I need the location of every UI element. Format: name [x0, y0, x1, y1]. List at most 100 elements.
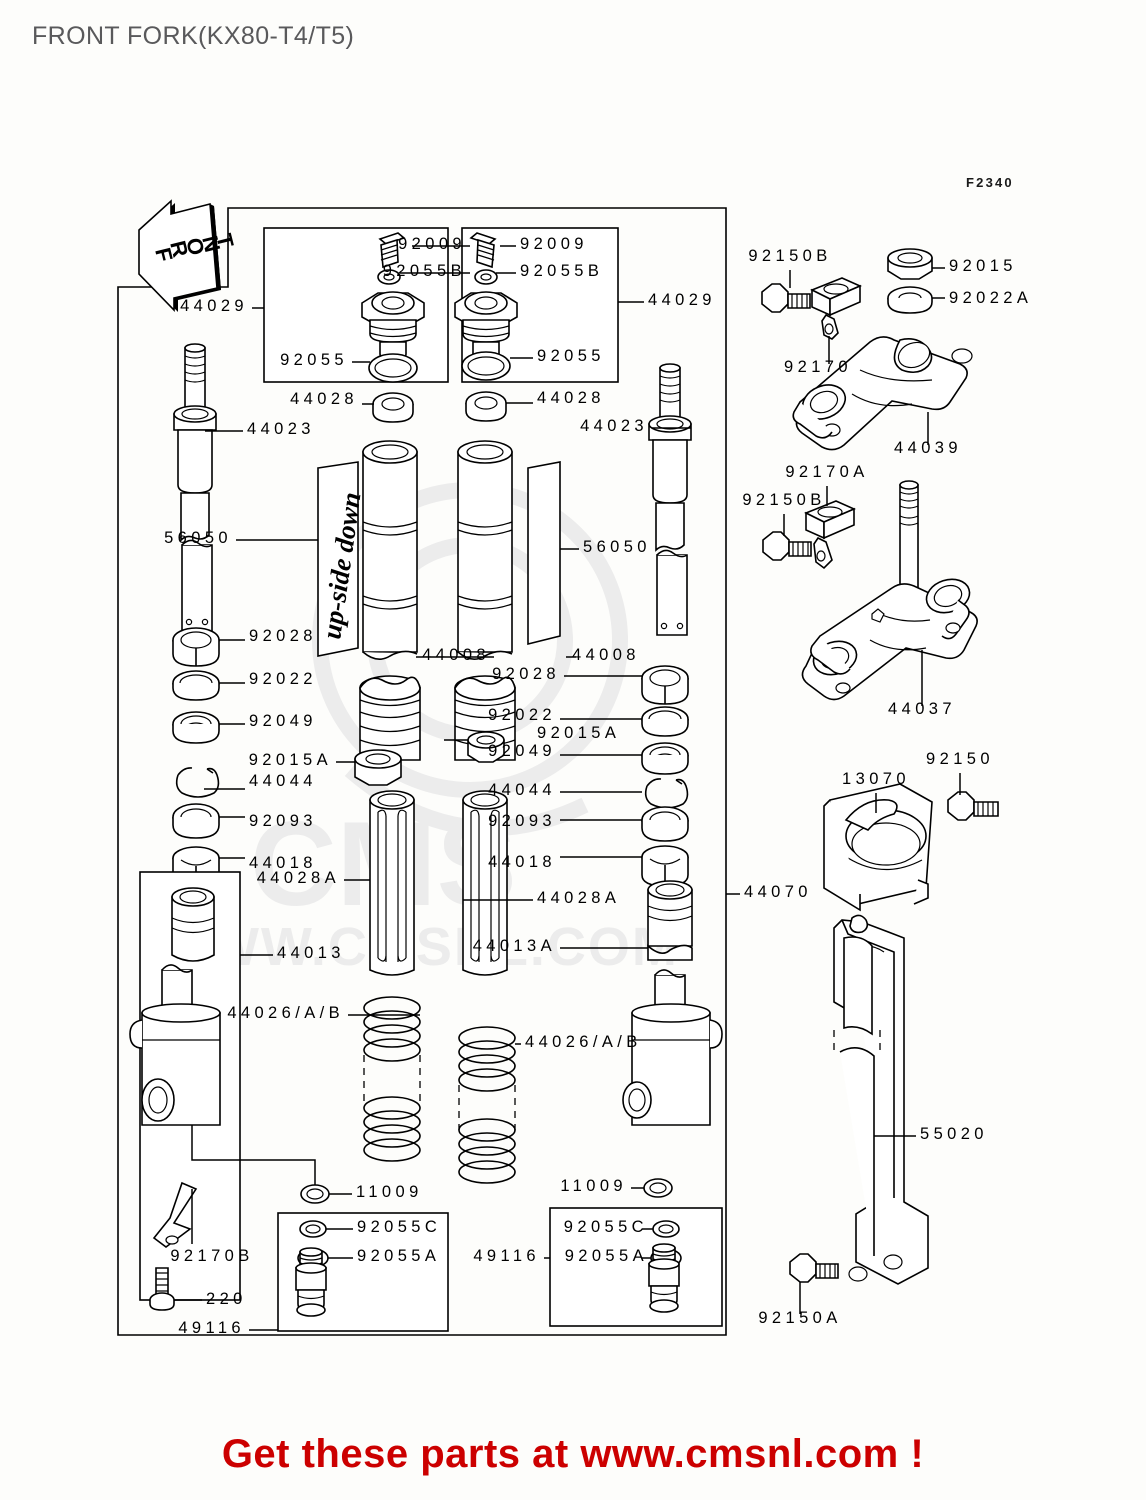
- svg-text:R: R: [165, 238, 193, 260]
- bolt-92150B-lower: [762, 531, 812, 561]
- part-number-44028A: 44028A: [537, 889, 621, 907]
- part-number-44029: 44029: [648, 291, 716, 309]
- part-number-44018: 44018: [249, 854, 317, 872]
- valve-assembly-left: [295, 1220, 329, 1317]
- part-number-92009: 92009: [520, 235, 588, 253]
- svg-text:O: O: [181, 235, 209, 258]
- nut-92015A-left: [354, 749, 402, 786]
- washer-92022A: [887, 286, 933, 314]
- part-number-92015A: 92015A: [537, 724, 621, 742]
- part-number-13070: 13070: [842, 770, 910, 788]
- part-number-92022A: 92022A: [949, 289, 1033, 307]
- cap-assembly-left: [361, 232, 425, 383]
- svg-text:N: N: [197, 233, 225, 254]
- clamp-92170: [810, 277, 862, 340]
- ring-stack-right: [641, 665, 689, 887]
- part-number-92028: 92028: [492, 665, 560, 683]
- part-number-49116: 49116: [178, 1319, 245, 1337]
- part-number-11009: 11009: [560, 1177, 627, 1195]
- bolt-92150: [947, 791, 999, 821]
- decal-56050: up-side down: [316, 461, 367, 657]
- part-number-92150A: 92150A: [758, 1309, 842, 1327]
- part-number-44028: 44028: [290, 390, 358, 408]
- part-number-92055B: 92055B: [520, 262, 604, 280]
- nut-92015: [887, 248, 933, 280]
- part-number-44028A: 44028A: [256, 869, 340, 887]
- part-number-92055C: 92055C: [563, 1218, 648, 1236]
- part-number-44013: 44013: [277, 944, 345, 962]
- part-number-92049: 92049: [249, 712, 317, 730]
- part-number-92055B: 92055B: [382, 262, 466, 280]
- part-number-92055A: 92055A: [357, 1247, 441, 1265]
- part-number-44008: 44008: [572, 646, 640, 664]
- part-number-92170B: 92170B: [170, 1247, 254, 1265]
- clamp-92170A: [804, 500, 856, 570]
- footer-promo: Get these parts at www.cmsnl.com !: [221, 1432, 925, 1476]
- damper-rod-right: [648, 363, 692, 636]
- part-number-44070: 44070: [744, 883, 812, 901]
- part-number-92055: 92055: [280, 351, 348, 369]
- part-number-92093: 92093: [488, 812, 556, 830]
- bolt-92150A: [789, 1253, 839, 1283]
- part-number-92049: 92049: [488, 742, 556, 760]
- part-number-44039: 44039: [894, 439, 962, 457]
- part-number-92022: 92022: [249, 670, 317, 688]
- clamp-92170B: [152, 1181, 198, 1248]
- triple-clamp-44037: [801, 480, 978, 701]
- ring-stack-left: [172, 627, 220, 888]
- part-number-92055A: 92055A: [564, 1247, 648, 1265]
- damper-rod-left: [173, 343, 217, 634]
- cap-assembly-right: [454, 232, 518, 381]
- part-number-49116: 49116: [473, 1247, 540, 1265]
- part-number-44044: 44044: [488, 781, 556, 799]
- page-title: FRONT FORK(KX80-T4/T5): [32, 22, 355, 50]
- part-number-44018: 44018: [488, 853, 556, 871]
- part-number-44026AB: 44026/A/B: [227, 1004, 344, 1022]
- gasket-11009-right: [643, 1178, 673, 1198]
- part-number-92055: 92055: [537, 347, 605, 365]
- bush-44028-left: [372, 392, 414, 423]
- part-number-92015A: 92015A: [248, 751, 332, 769]
- part-number-55020: 55020: [920, 1125, 988, 1143]
- part-number-44026AB: 44026/A/B: [525, 1033, 642, 1051]
- svg-text:T: T: [211, 231, 239, 251]
- screw-220: [149, 1267, 175, 1311]
- part-number-44037: 44037: [888, 700, 956, 718]
- svg-text:F: F: [150, 245, 178, 264]
- part-number-92022: 92022: [488, 706, 556, 724]
- part-number-92093: 92093: [249, 812, 317, 830]
- spring-left: [363, 996, 421, 1162]
- decal-56050-right: [527, 461, 561, 646]
- part-number-92170A: 92170A: [785, 463, 869, 481]
- part-number-92009: 92009: [398, 235, 466, 253]
- part-number-220: 220: [206, 1290, 247, 1308]
- part-number-44023: 44023: [580, 417, 648, 435]
- part-number-44008: 44008: [422, 646, 490, 664]
- inner-tube-left: [369, 790, 415, 976]
- part-number-44013A: 44013A: [472, 937, 556, 955]
- diagram-code: F2340: [966, 175, 1014, 190]
- part-number-44029: 44029: [180, 297, 248, 315]
- part-number-44028: 44028: [537, 389, 605, 407]
- part-number-92150B: 92150B: [748, 247, 832, 265]
- svg-text:WWW.CMSNL.COM: WWW.CMSNL.COM: [155, 917, 679, 977]
- part-number-44044: 44044: [249, 772, 317, 790]
- bolt-92150B-upper: [761, 283, 811, 313]
- part-number-92150: 92150: [926, 750, 994, 768]
- part-number-56050: 56050: [164, 529, 232, 547]
- part-number-92150B: 92150B: [742, 491, 826, 509]
- part-number-56050: 56050: [583, 538, 651, 556]
- part-number-11009: 11009: [356, 1183, 423, 1201]
- part-number-92055C: 92055C: [357, 1218, 442, 1236]
- part-number-92170: 92170: [784, 358, 852, 376]
- gasket-11009-left: [300, 1184, 330, 1204]
- holder-13070: [823, 783, 933, 912]
- part-number-92028: 92028: [249, 627, 317, 645]
- part-number-44023: 44023: [247, 420, 315, 438]
- front-arrow-graphic: F R O N T: [138, 199, 239, 312]
- fork-guard-55020: [833, 914, 929, 1285]
- slider-44013: [129, 887, 221, 1126]
- outer-tube-left: [359, 440, 421, 761]
- spring-right: [458, 1026, 516, 1184]
